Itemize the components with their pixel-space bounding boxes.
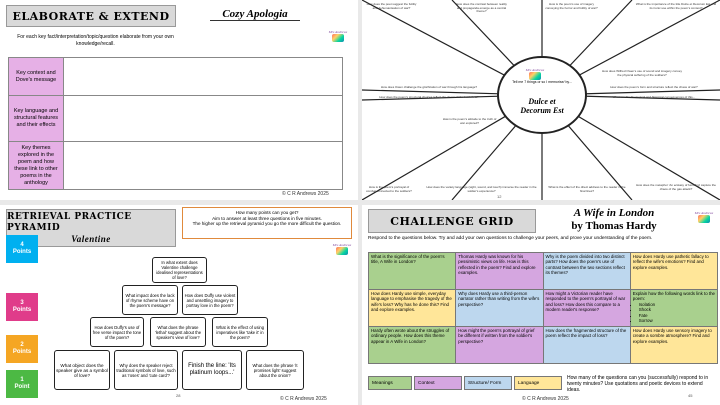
question: How does Owen challenge the glorificatio… <box>380 85 478 89</box>
legend-context: Context <box>414 376 462 390</box>
legend-structure-form: Structure/ Form <box>464 376 512 390</box>
slide-spider-diagram: Mrs Andrews Tell me 7 things or so I mem… <box>362 0 720 200</box>
centre-poem-title: Dulce et Decorum Est <box>520 97 564 115</box>
copyright: © C R Andrews 2025 <box>282 191 329 197</box>
question-brick[interactable]: What is the effect of using imperatives … <box>212 317 268 347</box>
slide-challenge-grid: CHALLENGE GRID A Wife in London by Thoma… <box>362 205 720 405</box>
challenge-note: How many of the questions can you (succe… <box>567 375 709 393</box>
question-brick[interactable]: How does Duffy use violent and unsettlin… <box>182 285 238 315</box>
elaborate-table: Key context and Dove's message Key langu… <box>8 57 343 190</box>
question-brick[interactable]: Why does the speaker reject traditional … <box>114 350 178 390</box>
question: How does the contrast between reality an… <box>456 2 507 14</box>
question: How is the poem's use of imagery conveyi… <box>545 2 598 10</box>
question: How is the poem's attitude to the truth … <box>442 117 497 125</box>
grid-cell[interactable]: Thomas Hardy was known for his pessimist… <box>455 252 544 290</box>
grid-cell[interactable]: What is the significance of the poem's t… <box>367 252 457 290</box>
slide-title: CHALLENGE GRID <box>368 209 536 233</box>
copyright: © C R Andrews 2025 <box>522 396 569 402</box>
question: How is the poem's portrayal of combat co… <box>366 185 412 193</box>
grid-cell[interactable]: How does the fragmented structure of the… <box>542 326 631 364</box>
instruction-text: For each key fact/interpretation/topic/q… <box>17 34 174 47</box>
question-brick[interactable]: In what extent does Valentine challenge … <box>152 257 207 283</box>
copyright: © C R Andrews 2025 <box>280 396 327 402</box>
slide-elaborate-extend: ELABORATE & EXTEND Cozy Apologia Mrs And… <box>0 0 358 200</box>
question-brick[interactable]: What object does the speaker give as a s… <box>54 350 110 390</box>
question: How does the poet suggest the futility a… <box>366 2 417 10</box>
question: What are the theological and historical … <box>612 95 696 99</box>
grid-cell[interactable]: How does Hardy use pathetic fallacy to r… <box>629 252 719 290</box>
grid-cell[interactable]: Explain how the following words link to … <box>629 289 719 327</box>
question: How does the poem's structural choices r… <box>379 95 479 99</box>
question: What is the importance of the title Dulc… <box>635 2 717 10</box>
spider-lines <box>362 0 720 200</box>
question-brick[interactable]: Finish the line: 'Its platinum loops...' <box>182 350 242 390</box>
grid-cell[interactable]: How does Hardy use simple, everyday lang… <box>367 289 457 327</box>
mrs-andrews-logo: Mrs Andrews <box>692 211 716 233</box>
question: How does Wilfred Owen's use of sound and… <box>602 69 682 77</box>
question: How does the variety language (sight, so… <box>426 185 537 193</box>
mrs-andrews-logo: Mrs Andrews <box>326 30 350 52</box>
challenge-grid-table: What is the significance of the poem's t… <box>367 252 719 364</box>
grid-cell[interactable]: How might a Victorian reader have respon… <box>542 289 631 327</box>
poem-title-block: A Wife in London by Thomas Hardy <box>544 207 684 233</box>
row-label: Key themes explored in the poem and how … <box>8 141 64 190</box>
answer-cell[interactable] <box>63 141 343 190</box>
question: How does the metaphor 'An ecstasy of fum… <box>636 183 716 191</box>
page-number: 28 <box>176 393 181 398</box>
question-brick[interactable]: How does Duffy's use of free verse impac… <box>90 317 144 347</box>
grid-cell[interactable]: Hardy often wrote about the struggles of… <box>367 326 457 364</box>
row-label: Key context and Dove's message <box>8 57 64 96</box>
row-label: Key language and structural features and… <box>8 95 64 142</box>
slide-title: RETRIEVAL PRACTICE PYRAMID <box>7 211 132 233</box>
mrs-andrews-logo: Mrs Andrews <box>330 243 354 265</box>
mrs-andrews-logo: Mrs Andrews <box>523 68 547 90</box>
slide-retrieval-pyramid: RETRIEVAL PRACTICE PYRAMID Valentine How… <box>0 205 358 405</box>
page-number: 45 <box>688 393 693 398</box>
legend-language: Language <box>514 376 562 390</box>
instruction-item: Aim to answer at least three questions i… <box>212 215 322 221</box>
poem-author: by Thomas Hardy <box>571 220 657 232</box>
slide-title: ELABORATE & EXTEND <box>6 5 176 27</box>
instruction-item: The higher up the retrieval pyramid you … <box>192 221 342 227</box>
page-number: 12 <box>497 194 502 199</box>
question-brick[interactable]: What does the phrase 'lethal' suggest ab… <box>150 317 206 347</box>
poem-title: Cozy Apologia <box>210 8 300 21</box>
grid-cell[interactable]: How does Hardy use sensory imagery to cr… <box>629 326 719 364</box>
centre-prompt: Tell me 7 things or so I memorise/ by... <box>512 80 572 84</box>
poem-subtitle: Valentine <box>71 233 111 244</box>
word-list: Isolation Shock Fate Sorrow <box>633 302 715 324</box>
question: What is the effect of the direct address… <box>548 185 626 193</box>
legend-meanings: Meanings <box>368 376 412 390</box>
poem-title: A Wife in London <box>573 207 655 219</box>
grid-cell[interactable]: Why does Hardy use a third-person narrat… <box>455 289 544 327</box>
answer-cell[interactable] <box>63 95 343 142</box>
question-brick[interactable]: What does the phrase 'it promises light'… <box>246 350 304 390</box>
instructions-box: How many points can you get? Aim to answ… <box>182 207 352 239</box>
grid-cell[interactable]: Why is the poem divided into two distinc… <box>542 252 631 290</box>
instruction-item: How many points can you get? <box>235 210 299 215</box>
answer-cell[interactable] <box>63 57 343 96</box>
grid-cell[interactable]: How might the poem's portrayal of grief … <box>455 326 544 364</box>
intro-text: Respond to the questions below. Try and … <box>368 236 653 241</box>
question: How does the poem's form and structure r… <box>610 85 698 89</box>
question-brick[interactable]: What impact does the lack of rhyme schem… <box>122 285 178 315</box>
